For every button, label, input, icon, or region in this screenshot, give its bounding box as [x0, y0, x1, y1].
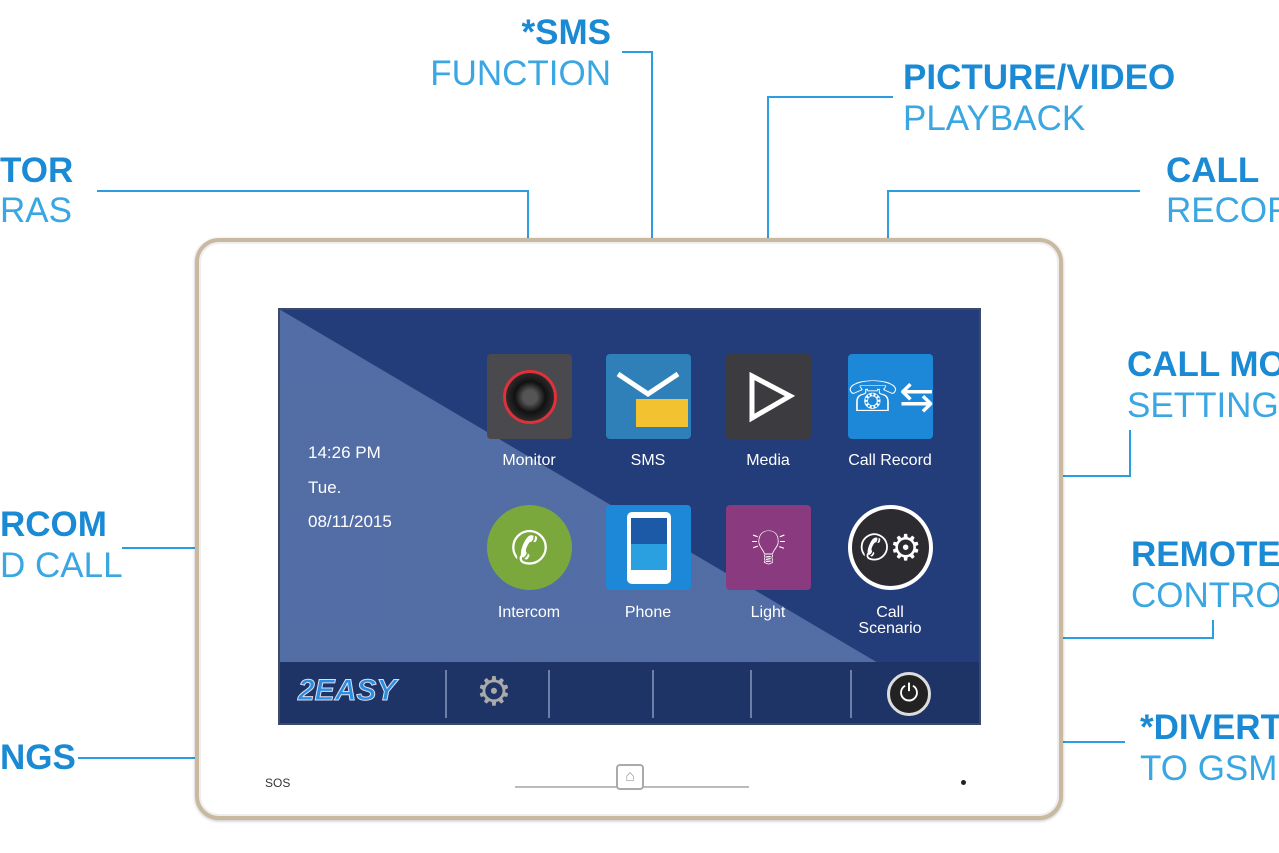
clock-date: 08/11/2015 [308, 512, 392, 531]
callout-divert-sub: TO GSM [1140, 749, 1278, 788]
phone-gear-icon: ✆⚙ [859, 526, 922, 568]
call-scenario-label-1: Call [876, 604, 904, 621]
call-record-app-label: Call Record [848, 452, 932, 469]
callout-call-mode-sub: SETTING [1127, 386, 1279, 425]
callout-divert-title: *DIVERT [1140, 708, 1279, 747]
callout-intercom-sub: D CALL [0, 546, 123, 585]
callout-monitor-sub: RAS [0, 191, 72, 230]
call-record-app-button[interactable]: ☏⇆ [846, 354, 935, 439]
settings-gear-icon[interactable]: ⚙ [476, 670, 512, 714]
clock-day: Tue. [308, 478, 342, 497]
divider [652, 670, 654, 718]
light-app-label: Light [750, 604, 786, 621]
callout-settings-title: NGS [0, 738, 76, 777]
callout-remote-sub: CONTRO [1131, 576, 1279, 615]
callout-call-record-sub: RECOR [1166, 191, 1279, 230]
home-icon[interactable]: ⌂ [616, 764, 644, 790]
sos-label: SOS [265, 776, 291, 790]
callout-media-title: PICTURE/VIDEO [903, 58, 1176, 97]
media-app-button[interactable] [726, 354, 811, 439]
bottom-bar: 2EASY ⚙ ⏻ [280, 662, 979, 723]
callout-sms-title: *SMS [521, 13, 611, 52]
phone-icon: ✆ [510, 521, 549, 574]
callout-media-sub: PLAYBACK [903, 99, 1086, 138]
intercom-app-button[interactable]: ✆ [487, 505, 572, 590]
power-icon[interactable]: ⏻ [887, 672, 931, 716]
divider [548, 670, 550, 718]
media-app-label: Media [746, 452, 790, 469]
callout-remote-title: REMOTE [1131, 535, 1279, 574]
divider [445, 670, 447, 718]
camera-icon [502, 369, 557, 424]
intercom-app-label: Intercom [497, 604, 561, 621]
callout-call-mode-title: CALL MO [1127, 345, 1279, 384]
brand-logo: 2EASY [297, 674, 397, 708]
monitor-app-label: Monitor [502, 452, 556, 469]
callout-monitor-title: TOR [0, 151, 74, 190]
play-icon [749, 371, 796, 423]
phone-transfer-icon: ☏⇆ [846, 373, 935, 420]
callout-call-record-title: CALL [1166, 151, 1260, 190]
divider [750, 670, 752, 718]
monitor-app-button[interactable] [487, 354, 572, 439]
envelope-icon [616, 371, 688, 427]
call-scenario-app-button[interactable]: ✆⚙ [848, 505, 933, 590]
clock-time: 14:26 PM [308, 443, 381, 462]
light-app-button[interactable]: 💡︎ [726, 505, 811, 590]
phone-app-button[interactable] [606, 505, 691, 590]
lightbulb-icon: 💡︎ [751, 519, 786, 575]
sms-app-button[interactable] [606, 354, 691, 439]
divider [850, 670, 852, 718]
microphone-hole [961, 780, 966, 785]
call-scenario-label-2: Scenario [858, 620, 922, 637]
callout-intercom-title: RCOM [0, 505, 107, 544]
touch-screen: 14:26 PM Tue. 08/11/2015 Monitor SMS Med… [278, 308, 981, 725]
callout-sms-sub: FUNCTION [430, 54, 611, 93]
smartphone-icon [626, 511, 671, 584]
phone-app-label: Phone [624, 604, 672, 621]
sms-app-label: SMS [630, 452, 666, 469]
